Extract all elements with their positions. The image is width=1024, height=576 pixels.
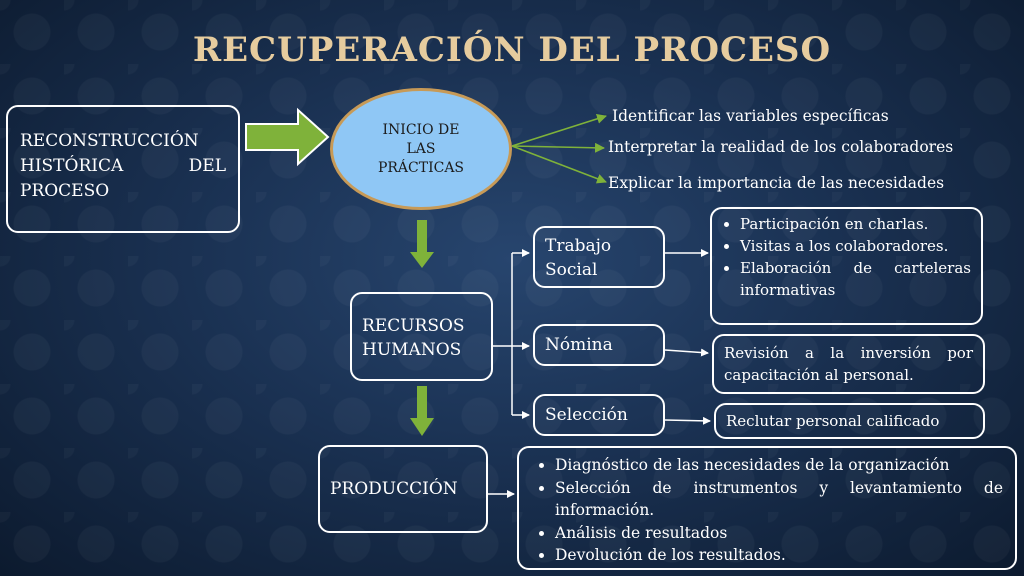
recursos-humanos-label: RECURSOS HUMANOS	[362, 316, 465, 360]
down-arrow-1	[410, 220, 434, 268]
reconstruccion-box: RECONSTRUCCIÓN HISTÓRICA DEL PROCESO	[6, 105, 240, 233]
produccion-box: PRODUCCIÓN	[318, 445, 488, 533]
big-right-arrow	[245, 107, 330, 167]
trabajo-social-box: Trabajo Social	[533, 226, 665, 288]
produccion-item-2: Selección de instrumentos y levantamient…	[555, 477, 1003, 522]
reconstruccion-line-1: RECONSTRUCCIÓN	[20, 131, 199, 151]
trabajo-social-label: Trabajo Social	[545, 236, 612, 280]
nomina-detail-box: Revisión a la inversión por capacitación…	[712, 334, 985, 394]
nomina-detail: Revisión a la inversión por capacitación…	[724, 344, 973, 384]
arrow-seleccion-detail	[664, 416, 711, 425]
nomina-label: Nómina	[545, 335, 613, 355]
produccion-detail-box: Diagnóstico de las necesidades de la org…	[517, 446, 1017, 570]
seleccion-detail: Reclutar personal calificado	[726, 412, 940, 430]
reconstruccion-line-2: HISTÓRICA DEL	[20, 156, 226, 176]
inicio-practicas-label: INICIO DE LAS PRÁCTICAS	[377, 121, 465, 176]
nomina-box: Nómina	[533, 324, 665, 366]
produccion-label: PRODUCCIÓN	[330, 479, 458, 499]
objective-arrow-2	[511, 142, 605, 153]
objective-arrow-1	[511, 113, 607, 147]
reconstruccion-line-3: PROCESO	[20, 181, 110, 201]
trabajo-social-detail-box: Participación en charlas. Visitas a los …	[710, 207, 983, 325]
seleccion-box: Selección	[533, 394, 665, 436]
produccion-item-4: Devolución de los resultados.	[555, 544, 1003, 567]
objetivo-1: Identificar las variables específicas	[612, 107, 889, 125]
produccion-item-3: Análisis de resultados	[555, 522, 1003, 545]
objective-arrow-3	[511, 145, 607, 184]
trabajo-social-item-3: Elaboración de carteleras informativas	[740, 257, 971, 301]
objetivo-2: Interpretar la realidad de los colaborad…	[608, 138, 954, 156]
page-title: RECUPERACIÓN DEL PROCESO	[192, 30, 832, 70]
down-arrow-2	[410, 386, 434, 436]
objetivo-3: Explicar la importancia de las necesidad…	[608, 174, 945, 192]
produccion-item-1: Diagnóstico de las necesidades de la org…	[555, 454, 1003, 477]
trabajo-social-item-2: Visitas a los colaboradores.	[740, 235, 971, 257]
inicio-practicas-ellipse: INICIO DE LAS PRÁCTICAS	[330, 88, 512, 210]
seleccion-label: Selección	[545, 405, 628, 425]
trabajo-social-item-1: Participación en charlas.	[740, 213, 971, 235]
seleccion-detail-box: Reclutar personal calificado	[714, 403, 985, 439]
arrow-nomina-detail	[664, 348, 709, 357]
recursos-humanos-box: RECURSOS HUMANOS	[350, 292, 493, 381]
